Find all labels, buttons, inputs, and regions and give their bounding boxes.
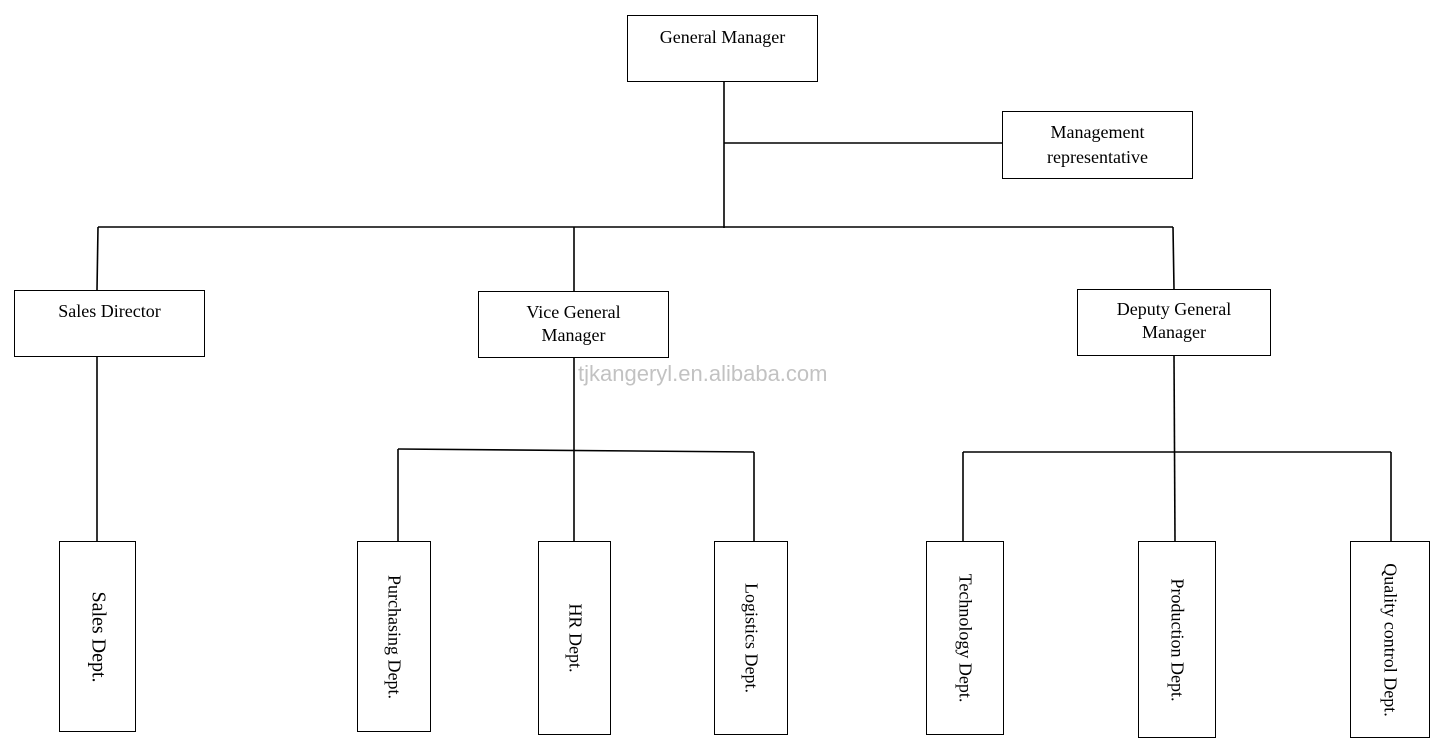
label-vice-gm-2: Manager <box>541 325 606 345</box>
label-hr-dept: HR Dept. <box>565 603 585 673</box>
watermark-text: tjkangeryl.en.alibaba.com <box>578 361 828 386</box>
box-deputy-general-manager: Deputy General Manager <box>1077 289 1271 356</box>
label-technology-dept: Technology Dept. <box>955 573 976 703</box>
label-management-representative-1: Management <box>1050 122 1145 142</box>
box-logistics-dept: Logistics Dept. <box>714 541 788 735</box>
box-sales-director: Sales Director <box>14 290 205 357</box>
label-production-dept: Production Dept. <box>1167 578 1188 701</box>
line-deputy-gm-up <box>1172 226 1175 290</box>
box-purchasing-dept: Purchasing Dept. <box>357 541 431 732</box>
label-vice-gm-1: Vice General <box>526 302 621 322</box>
label-management-representative-2: representative <box>1047 147 1148 167</box>
label-deputy-gm-1: Deputy General <box>1116 299 1232 319</box>
label-general-manager: General Manager <box>659 27 786 47</box>
line-sales-director-up <box>96 226 99 291</box>
label-sales-director: Sales Director <box>58 301 161 321</box>
label-deputy-gm-2: Manager <box>1142 322 1206 342</box>
box-vice-general-manager: Vice General Manager <box>478 291 669 358</box>
box-technology-dept: Technology Dept. <box>926 541 1004 735</box>
box-sales-dept: Sales Dept. <box>59 541 136 732</box>
label-sales-dept: Sales Dept. <box>87 590 109 683</box>
line-vice-bus <box>397 448 755 453</box>
box-management-representative: Management representative <box>1002 111 1193 179</box>
box-hr-dept: HR Dept. <box>538 541 611 735</box>
label-purchasing-dept: Purchasing Dept. <box>384 574 405 699</box>
line-deputy-gm-down <box>1173 354 1176 542</box>
label-quality-control-dept: Quality control Dept. <box>1380 562 1401 717</box>
box-general-manager: General Manager <box>627 15 818 82</box>
box-production-dept: Production Dept. <box>1138 541 1216 738</box>
box-quality-control-dept: Quality control Dept. <box>1350 541 1430 738</box>
label-logistics-dept: Logistics Dept. <box>741 583 762 693</box>
